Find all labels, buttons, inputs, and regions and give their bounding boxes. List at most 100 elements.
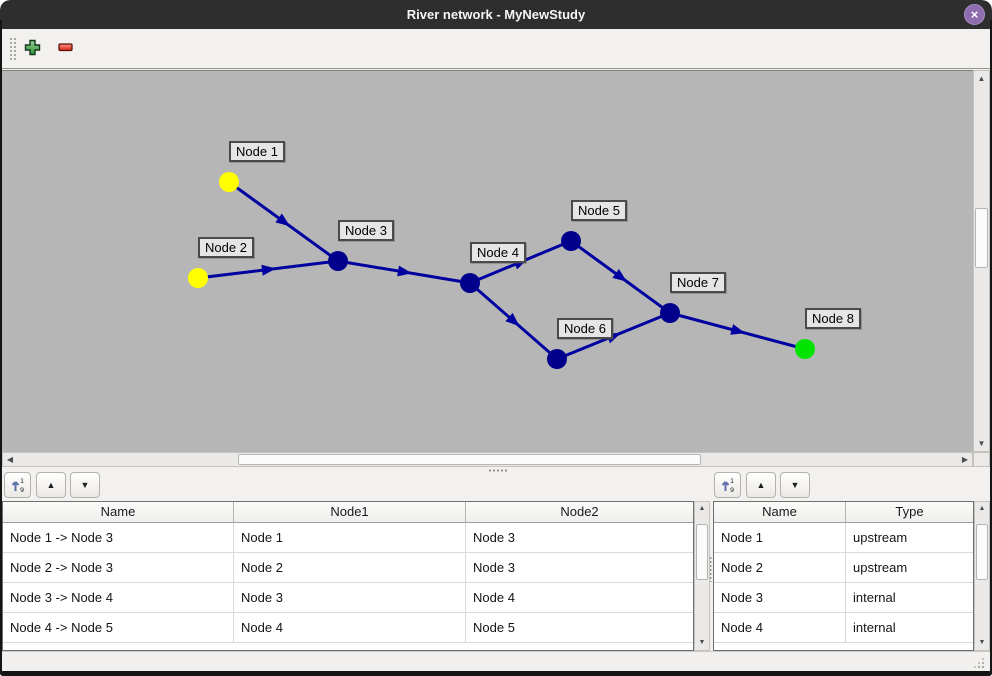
vertical-splitter[interactable] [708, 501, 713, 651]
toolbar-drag-handle[interactable] [9, 37, 17, 62]
table-cell[interactable]: internal [853, 590, 896, 605]
main-toolbar [2, 29, 990, 69]
table-cell[interactable]: internal [853, 620, 896, 635]
table-cell[interactable]: Node 4 [234, 613, 466, 642]
graph-node[interactable] [547, 349, 567, 369]
svg-text:1: 1 [730, 477, 734, 485]
nodes-move-up-button[interactable]: ▲ [746, 472, 776, 498]
nodes-sort-button[interactable]: 1 9 [714, 472, 741, 498]
nodes-scroll-thumb[interactable] [976, 524, 988, 580]
flow-direction-arrow-icon [612, 269, 627, 282]
close-button[interactable]: × [964, 4, 985, 25]
table-cell[interactable]: upstream [853, 530, 908, 545]
node-label[interactable]: Node 5 [571, 200, 627, 221]
close-icon: × [970, 7, 979, 22]
window-border [0, 671, 992, 676]
column-header[interactable]: Type [895, 504, 924, 519]
canvas-vertical-scrollbar[interactable]: ▲ ▼ [973, 70, 990, 452]
graph-node[interactable] [561, 231, 581, 251]
scroll-down-icon[interactable]: ▼ [977, 439, 986, 448]
table-row[interactable]: Node 4 internal [714, 613, 973, 643]
node-label[interactable]: Node 1 [229, 141, 285, 162]
nodes-move-down-button[interactable]: ▼ [780, 472, 810, 498]
table-cell[interactable]: Node 3 [234, 583, 466, 612]
graph-node[interactable] [188, 268, 208, 288]
table-cell[interactable]: Node 3 [714, 583, 846, 612]
svg-text:9: 9 [730, 486, 734, 493]
table-cell[interactable]: Node 1 [234, 523, 466, 552]
table-cell[interactable]: Node 2 [714, 553, 846, 582]
horizontal-splitter[interactable] [2, 467, 990, 473]
flow-direction-arrow-icon [730, 324, 746, 335]
node-label[interactable]: Node 8 [805, 308, 861, 329]
table-cell[interactable]: Node 3 -> Node 4 [3, 583, 234, 612]
graph-node[interactable] [795, 339, 815, 359]
table-row[interactable]: Node 1 upstream [714, 523, 973, 553]
branches-scroll-thumb[interactable] [696, 524, 708, 580]
node-label[interactable]: Node 7 [670, 272, 726, 293]
column-header[interactable]: Node1 [234, 502, 466, 522]
node-label[interactable]: Node 6 [557, 318, 613, 339]
branches-move-up-button[interactable]: ▲ [36, 472, 66, 498]
table-cell[interactable]: Node 1 [714, 523, 846, 552]
table-row[interactable]: Node 2 upstream [714, 553, 973, 583]
scrollbar-corner [973, 452, 990, 467]
status-bar [2, 651, 990, 671]
river-network-canvas[interactable]: Node 1 Node 2 Node 3 Node 4 Node 5 Node 6 Node… [2, 70, 973, 453]
scroll-up-icon[interactable]: ▲ [978, 505, 986, 512]
table-cell[interactable]: Node 2 [234, 553, 466, 582]
scroll-down-icon[interactable]: ▼ [698, 639, 706, 646]
graph-node[interactable] [219, 172, 239, 192]
node-label[interactable]: Node 2 [198, 237, 254, 258]
node-label[interactable]: Node 3 [338, 220, 394, 241]
graph-node[interactable] [660, 303, 680, 323]
table-row[interactable]: Node 3 internal [714, 583, 973, 613]
table-cell[interactable]: Node 3 [473, 530, 515, 545]
graph-node[interactable] [460, 273, 480, 293]
resize-grip[interactable] [982, 666, 984, 668]
node-label[interactable]: Node 4 [470, 242, 526, 263]
graph-node[interactable] [328, 251, 348, 271]
flow-direction-arrow-icon [275, 213, 290, 227]
title-bar[interactable]: River network - MyNewStudy × [0, 0, 992, 29]
table-cell[interactable]: upstream [853, 560, 908, 575]
column-header[interactable]: Name [714, 502, 846, 522]
svg-text:1: 1 [20, 477, 24, 485]
table-cell[interactable]: Node 2 -> Node 3 [3, 553, 234, 582]
window-border [990, 20, 992, 676]
canvas-vscroll-thumb[interactable] [975, 208, 988, 268]
table-cell[interactable]: Node 4 [473, 590, 515, 605]
branches-move-down-button[interactable]: ▼ [70, 472, 100, 498]
table-cell[interactable]: Node 4 [714, 613, 846, 642]
branches-table-scrollbar[interactable]: ▲ ▼ [694, 501, 710, 651]
branches-sort-button[interactable]: 1 9 [4, 472, 31, 498]
minus-icon [57, 42, 73, 51]
table-cell[interactable]: Node 3 [473, 560, 515, 575]
canvas-horizontal-scrollbar[interactable]: ◀ ▶ [2, 452, 973, 467]
table-cell[interactable]: Node 5 [473, 620, 515, 635]
svg-text:9: 9 [20, 486, 24, 493]
window-border [0, 20, 2, 676]
column-header[interactable]: Node2 [560, 504, 599, 519]
scroll-right-icon[interactable]: ▶ [961, 455, 969, 464]
nodes-table-scrollbar[interactable]: ▲ ▼ [974, 501, 990, 651]
canvas-hscroll-thumb[interactable] [238, 454, 701, 465]
scroll-up-icon[interactable]: ▲ [698, 505, 706, 512]
node-labels-layer: Node 1 Node 2 Node 3 Node 4 Node 5 Node 6 Node… [2, 71, 973, 453]
scroll-up-icon[interactable]: ▲ [977, 74, 986, 83]
table-cell[interactable]: Node 1 -> Node 3 [3, 523, 234, 552]
column-header[interactable]: Name [3, 502, 234, 522]
move-up-icon: ▲ [46, 480, 56, 490]
add-button[interactable] [18, 33, 46, 61]
scroll-down-icon[interactable]: ▼ [978, 639, 986, 646]
table-cell[interactable]: Node 4 -> Node 5 [3, 613, 234, 642]
scroll-left-icon[interactable]: ◀ [6, 455, 14, 464]
remove-button[interactable] [51, 33, 79, 61]
